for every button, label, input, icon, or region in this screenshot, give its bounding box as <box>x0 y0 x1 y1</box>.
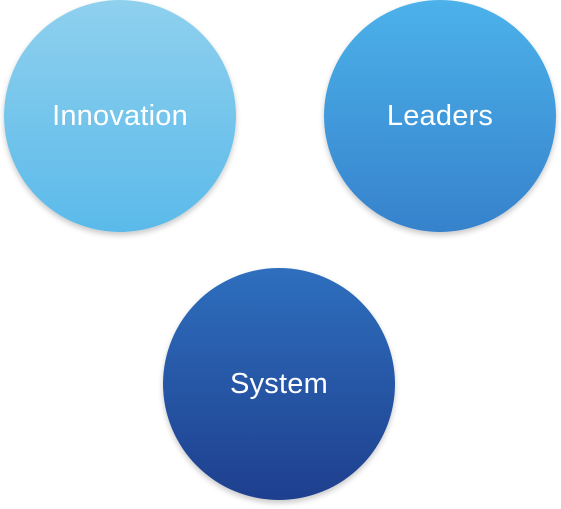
innovation-circle: Innovation <box>4 0 236 232</box>
system-label: System <box>230 367 328 400</box>
innovation-label: Innovation <box>52 99 188 132</box>
system-circle: System <box>163 268 395 500</box>
leaders-label: Leaders <box>386 99 494 132</box>
leaders-circle: Leaders <box>324 0 556 232</box>
